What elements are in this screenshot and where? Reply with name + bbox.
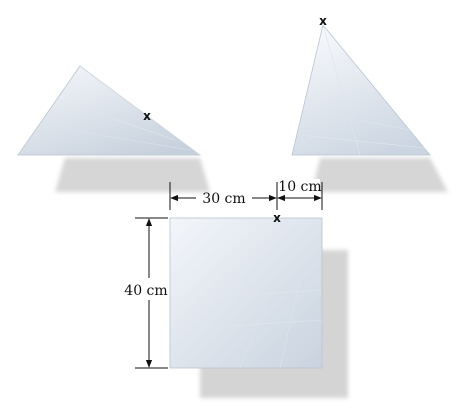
left-dimension: 40 cm — [124, 217, 168, 369]
left-triangle-shape — [17, 65, 202, 156]
right-triangle-shadow — [312, 158, 448, 192]
top-dimensions: 30 cm 10 cm — [169, 179, 323, 210]
square-piece: x — [169, 211, 348, 398]
left-triangle-marker: x — [143, 109, 151, 123]
dim-label-40cm: 40 cm — [124, 283, 167, 299]
left-triangle-shadow — [55, 158, 210, 192]
right-triangle-marker: x — [319, 14, 327, 28]
right-triangle-shape — [291, 24, 431, 156]
right-triangle-piece: x — [291, 14, 448, 192]
square-shape — [169, 217, 323, 369]
square-marker: x — [273, 211, 281, 225]
dim-label-30cm: 30 cm — [202, 191, 245, 207]
left-triangle-piece: x — [17, 65, 210, 192]
dim-label-10cm: 10 cm — [278, 179, 321, 195]
